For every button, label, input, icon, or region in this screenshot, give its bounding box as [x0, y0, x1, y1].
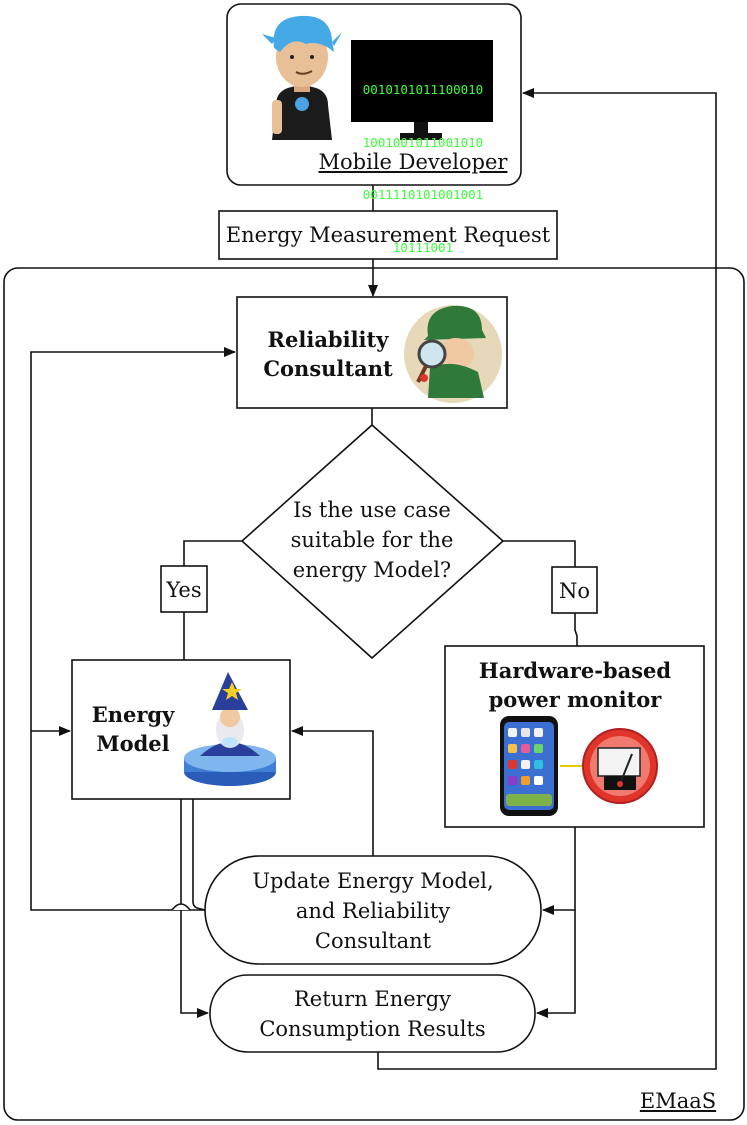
monitor-to-results-arrow — [536, 910, 576, 1018]
results-box — [209, 974, 536, 1053]
computer-monitor-icon — [351, 40, 493, 140]
request-label: Energy Measurement Request — [225, 223, 551, 247]
results-label: Return Energy Consumption Results — [215, 984, 530, 1044]
binary-screen-text: 0010101011100010 1001001011001010 001111… — [353, 46, 493, 274]
wizard-icon — [184, 672, 276, 786]
developer-avatar-icon — [262, 15, 342, 140]
power-monitor-label: Hardware-based power monitor — [455, 656, 695, 714]
detective-icon — [404, 305, 502, 403]
model-to-update-line — [192, 799, 206, 911]
emaas-boundary — [3, 267, 745, 1121]
update-line-1: Update Energy Model, — [252, 869, 494, 893]
yes-label: Yes — [166, 578, 202, 602]
binary-line-3: 0011110101001001 — [362, 187, 484, 202]
binary-line-1: 0010101011100010 — [362, 82, 484, 97]
power-monitor-line-1: Hardware-based — [478, 658, 672, 683]
results-to-developer-arrow — [377, 88, 717, 1070]
update-to-consultant-arrow — [30, 347, 236, 911]
update-line-2: and Reliability — [295, 899, 451, 923]
power-monitor-box — [444, 645, 705, 828]
emaas-label: EMaaS — [639, 1089, 717, 1113]
results-line-2: Consumption Results — [259, 1017, 486, 1041]
developer-label: Mobile Developer — [318, 150, 508, 174]
consultant-label-line-2: Consultant — [263, 356, 393, 381]
request-box — [218, 210, 558, 260]
energy-model-line-1: Energy — [91, 702, 175, 727]
results-line-1: Return Energy — [293, 987, 452, 1011]
consultant-label: Reliability Consultant — [253, 325, 403, 383]
line-crossover — [171, 903, 191, 911]
yes-branch-line — [183, 540, 242, 566]
energy-model-label: Energy Model — [78, 700, 188, 758]
power-meter-icon — [582, 728, 658, 804]
energy-model-line-2: Model — [96, 731, 170, 756]
no-label: No — [558, 579, 591, 603]
decision-line-3: energy Model? — [292, 558, 452, 582]
model-to-results-arrow — [180, 799, 209, 1018]
binary-line-4: 10111001 — [392, 239, 454, 255]
decision-line-2: suitable for the — [290, 528, 454, 552]
update-line-3: Consultant — [314, 929, 432, 953]
decision-question: Is the use case suitable for the energy … — [262, 495, 482, 585]
update-to-model-arrow — [291, 726, 374, 856]
no-to-monitor-line — [574, 613, 578, 646]
consultant-label-line-1: Reliability — [267, 327, 389, 352]
no-branch-line — [503, 540, 576, 567]
binary-line-2: 1001001011001010 — [362, 134, 484, 150]
monitor-to-update-arrow — [542, 827, 576, 915]
yes-label-box — [160, 565, 208, 613]
power-monitor-line-2: power monitor — [488, 687, 662, 712]
decision-diamond — [240, 423, 505, 660]
decision-line-1: Is the use case — [293, 498, 451, 522]
update-label: Update Energy Model, and Reliability Con… — [215, 866, 531, 956]
smartphone-icon — [500, 716, 558, 816]
